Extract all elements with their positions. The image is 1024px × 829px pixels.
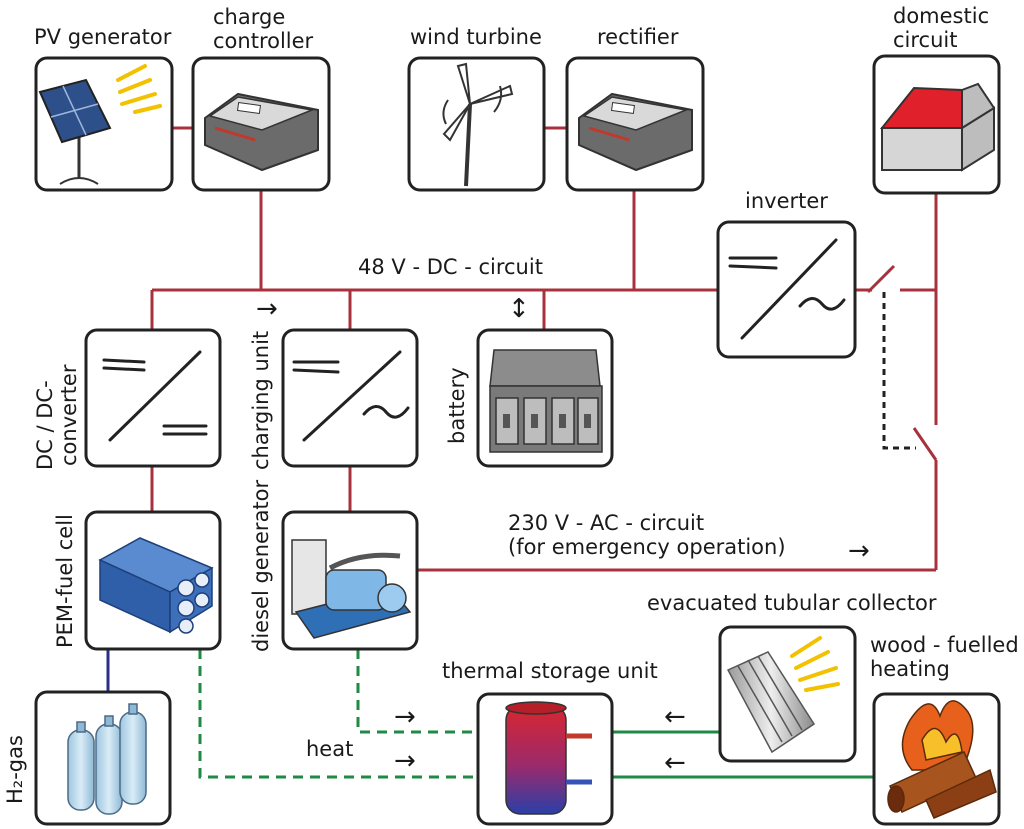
label-battery: battery (445, 367, 469, 444)
arrow-right-ac: → (848, 536, 870, 566)
label-dc-circuit: 48 V - DC - circuit (358, 255, 543, 279)
label-evacuated-collector: evacuated tubular collector (647, 591, 937, 615)
label-heat: heat (306, 737, 354, 761)
label-wood-line2: heating (870, 657, 950, 681)
label-rectifier: rectifier (597, 25, 679, 49)
wood-fire-icon (887, 700, 997, 819)
switch-2 (912, 427, 938, 461)
rectifier-icon (578, 92, 693, 172)
label-charge-controller-line1: charge (213, 5, 286, 29)
arrow-right-heat-2: → (394, 746, 416, 776)
charging-unit-symbol-icon (292, 350, 410, 442)
arrow-updown-battery: ↕ (508, 294, 530, 324)
wind-turbine-box (407, 56, 546, 192)
fuel-cell-icon (98, 537, 214, 634)
battery-icon (489, 349, 603, 453)
label-dc-dc-line2: converter (57, 364, 81, 466)
solar-panel-icon (38, 64, 162, 185)
label-domestic-line2: circuit (893, 28, 958, 52)
label-charging-unit: charging unit (249, 330, 273, 470)
label-h2-gas: H₂-gas (3, 735, 27, 804)
switch-linkage-dashed (882, 292, 916, 450)
label-thermal-storage: thermal storage unit (442, 659, 658, 683)
label-dc-dc-line1: DC / DC- (33, 380, 57, 470)
label-charge-controller-line2: controller (213, 29, 314, 53)
dc-dc-converter-symbol-icon (102, 350, 208, 442)
wind-turbine-icon (442, 62, 514, 187)
arrow-left-collector: ← (664, 702, 686, 732)
house-icon (879, 82, 996, 172)
arrow-right-charging: → (256, 294, 278, 324)
tubular-collector-icon (726, 636, 840, 754)
charge-controller-icon (204, 92, 319, 172)
fuelcell-heat-line (198, 649, 480, 779)
inverter-symbol-icon (728, 238, 846, 340)
gas-cylinders-icon (67, 703, 147, 815)
label-wind-turbine: wind turbine (410, 25, 542, 49)
switch-1 (866, 264, 896, 294)
diesel-generator-icon (291, 539, 412, 639)
label-ac-circuit-line2: (for emergency operation) (508, 535, 786, 559)
label-pv-generator: PV generator (34, 25, 172, 49)
dc-circuit-lines (150, 126, 938, 572)
label-inverter: inverter (745, 189, 828, 213)
arrow-left-wood: ← (664, 748, 686, 778)
heat-lines (198, 649, 874, 779)
label-wood-line1: wood - fuelled (870, 633, 1019, 657)
thermal-storage-tank-icon (505, 701, 592, 815)
label-pem-fuel-cell: PEM-fuel cell (53, 514, 77, 648)
label-domestic-line1: domestic (893, 4, 990, 28)
label-ac-circuit-line1: 230 V - AC - circuit (508, 511, 705, 535)
arrow-right-heat-1: → (394, 702, 416, 732)
label-diesel-generator: diesel generator (249, 479, 273, 652)
